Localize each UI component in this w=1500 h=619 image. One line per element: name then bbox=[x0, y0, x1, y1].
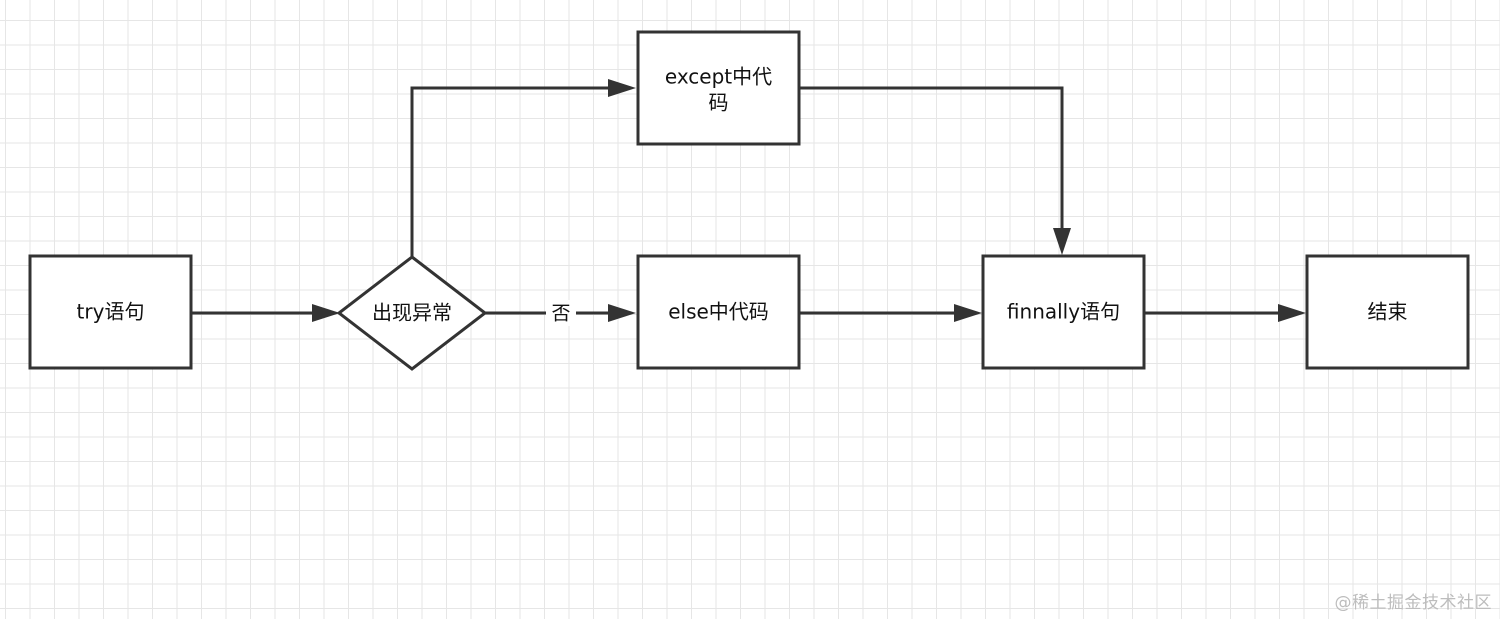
edge-except-to-finally bbox=[799, 86, 1071, 255]
node-except-label-line1: except中代 bbox=[665, 65, 772, 89]
edge-try-to-exception bbox=[191, 304, 340, 322]
watermark: @稀土掘金技术社区 bbox=[1334, 593, 1492, 613]
node-end[interactable]: 结束 bbox=[1305, 254, 1470, 370]
edge-exception-to-else: 否 bbox=[485, 300, 636, 326]
edge-else-to-finally bbox=[799, 304, 982, 322]
arrowhead-icon bbox=[312, 304, 340, 322]
node-end-label: 结束 bbox=[1368, 300, 1408, 324]
node-try-label: try语句 bbox=[77, 300, 145, 324]
node-except-label-line2: 码 bbox=[709, 91, 729, 115]
node-exception-decision[interactable]: 出现异常 bbox=[336, 255, 488, 371]
edge-exception-to-except bbox=[410, 79, 636, 257]
node-else[interactable]: else中代码 bbox=[636, 254, 801, 370]
arrowhead-icon bbox=[954, 304, 982, 322]
node-else-label: else中代码 bbox=[668, 300, 769, 324]
node-except[interactable]: except中代 码 bbox=[636, 30, 801, 146]
node-finally[interactable]: finnally语句 bbox=[981, 254, 1146, 370]
node-finally-label: finnally语句 bbox=[1007, 300, 1120, 324]
edge-finally-to-end bbox=[1144, 304, 1306, 322]
arrowhead-icon bbox=[1053, 228, 1071, 255]
edge-label-bg bbox=[546, 300, 576, 326]
node-try[interactable]: try语句 bbox=[28, 254, 193, 370]
arrowhead-icon bbox=[608, 304, 636, 322]
node-exception-label: 出现异常 bbox=[372, 301, 452, 325]
edge-label-no: 否 bbox=[551, 303, 570, 325]
arrowhead-icon bbox=[1278, 304, 1306, 322]
arrowhead-icon bbox=[608, 79, 636, 97]
